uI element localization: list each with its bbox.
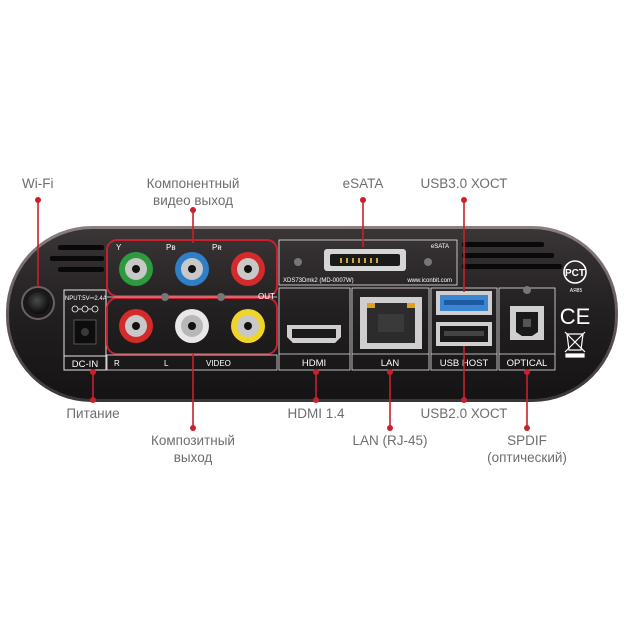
- svg-text:AЯ85: AЯ85: [570, 288, 583, 294]
- model-label: XDS73Dmk2 (MD-0007W): [283, 278, 354, 284]
- callout-component-video-line1: Компонентный: [146, 176, 240, 191]
- callout-composite-line2: выход: [173, 450, 213, 465]
- jack-audio-r-red: [119, 309, 153, 343]
- callout-spdif: SPDIF (оптический): [477, 432, 577, 466]
- pr-label: Pʀ: [212, 243, 222, 252]
- callout-lan: LAN (RJ-45): [352, 433, 428, 448]
- callout-composite-line1: Композитный: [151, 433, 235, 448]
- callout-usb3: USB3.0 ХОСТ: [420, 176, 508, 191]
- esata-port-label: eSATA: [431, 244, 449, 250]
- optical-label: OPTICAL: [507, 358, 548, 369]
- callout-power: Питание: [66, 406, 120, 421]
- out-label: OUT: [258, 292, 275, 301]
- esata-box: [278, 239, 458, 286]
- callout-composite: Композитный выход: [133, 432, 253, 466]
- l-label: L: [164, 359, 169, 368]
- hdmi-label: HDMI: [302, 358, 326, 369]
- svg-text:PCT: PCT: [565, 268, 585, 279]
- jack-audio-l-white: [175, 309, 209, 343]
- screw: [424, 258, 432, 266]
- pct-mark: PCT AЯ85: [563, 260, 587, 294]
- jack-y-green: [119, 252, 153, 286]
- ce-mark: CE: [560, 304, 591, 329]
- callout-component-video: Компонентный видео выход: [128, 175, 258, 209]
- screw: [523, 286, 531, 294]
- callout-usb2: USB2.0 ХОСТ: [420, 406, 508, 421]
- lan-label: LAN: [381, 358, 400, 369]
- weee-icon: [564, 331, 586, 358]
- screw: [161, 293, 169, 301]
- vent-right: [462, 242, 562, 269]
- callout-component-video-line2: видео выход: [153, 193, 233, 208]
- callout-spdif-line1: SPDIF: [507, 433, 547, 448]
- input-label: INPUT:5V⎓2.4A: [63, 296, 106, 302]
- component-group-frame: [106, 239, 278, 297]
- jack-pr-red: [231, 252, 265, 286]
- callout-wifi: Wi-Fi: [22, 176, 54, 191]
- dcin-label: DC-IN: [72, 359, 99, 370]
- y-label: Y: [116, 243, 122, 252]
- callout-esata: eSATA: [342, 176, 384, 191]
- video-label: VIDEO: [206, 359, 231, 368]
- pb-label: Pв: [166, 243, 176, 252]
- leader-dots: [35, 197, 530, 431]
- jack-video-yellow: [231, 309, 265, 343]
- r-label: R: [114, 359, 120, 368]
- jack-pb-blue: [175, 252, 209, 286]
- leader-lines: [37, 200, 528, 428]
- screw: [217, 293, 225, 301]
- vent-left: [50, 245, 104, 272]
- callout-spdif-line2: (оптический): [487, 450, 567, 465]
- polarity-icon: [71, 305, 99, 313]
- site-label: www.iconbit.com: [406, 278, 452, 284]
- screw: [294, 258, 302, 266]
- callout-hdmi: HDMI 1.4: [287, 406, 345, 421]
- composite-group-frame: [106, 297, 278, 355]
